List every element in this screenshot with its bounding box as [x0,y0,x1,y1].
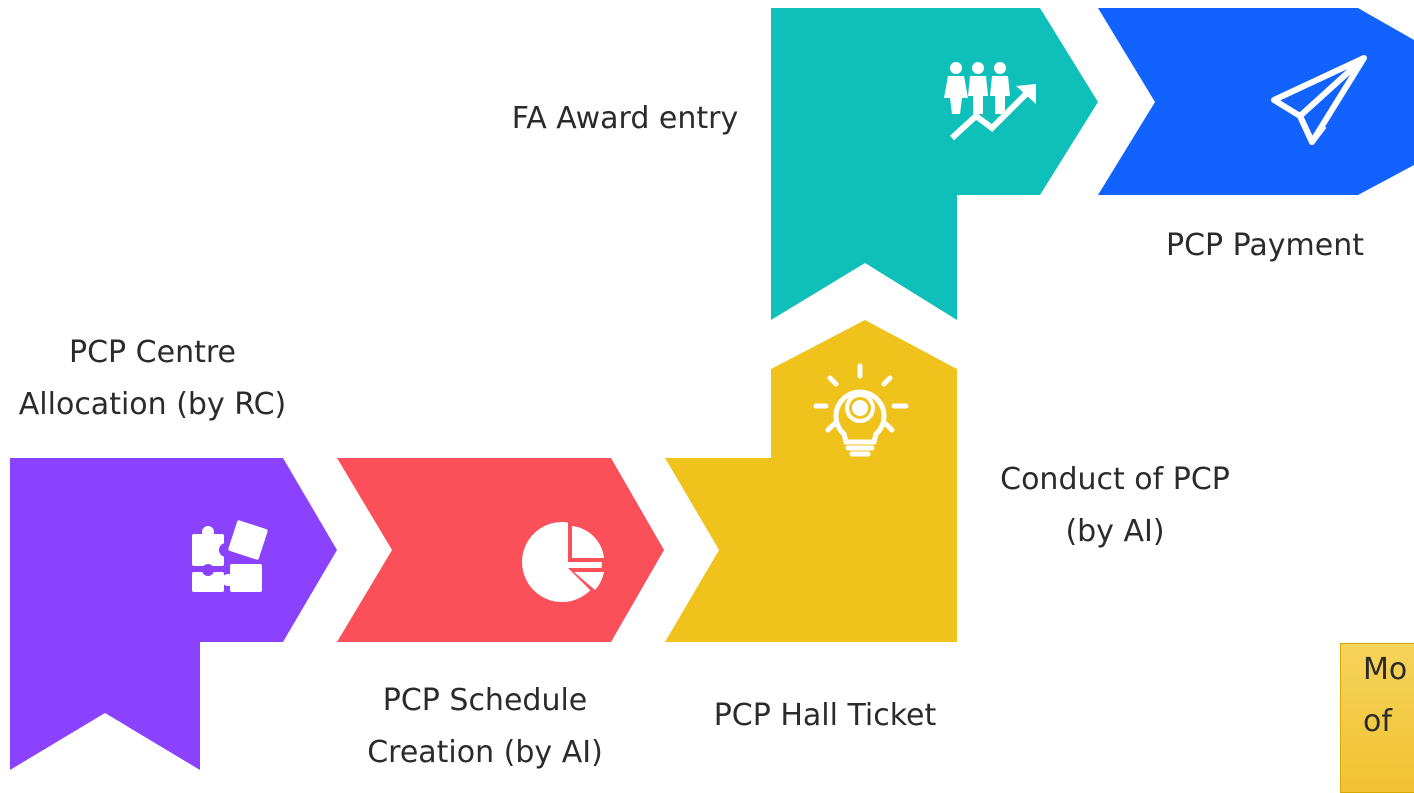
schedule-label: PCP Schedule Creation (by AI) [335,675,635,779]
centre-allocation-label: PCP Centre Allocation (by RC) [0,327,305,431]
pie-chart-icon [522,522,608,602]
fa-award-text: FA Award entry [511,101,739,136]
corner-note-line2: of [1363,704,1392,739]
hall-ticket-shape [665,320,957,642]
conduct-line1: Conduct of PCP [1000,462,1230,497]
payment-shape [1098,8,1414,195]
payment-label: PCP Payment [1120,220,1410,272]
conduct-line2: (by AI) [1065,514,1165,549]
centre-allocation-line1: PCP Centre [69,335,236,370]
centre-allocation-shape [10,458,337,770]
hall-ticket-label: PCP Hall Ticket [680,690,970,742]
paper-plane-icon [1271,55,1367,145]
fa-award-shape [771,8,1098,320]
puzzle-icon [192,520,268,592]
centre-allocation-line2: Allocation (by RC) [18,387,287,422]
fa-award-label: FA Award entry [470,93,780,145]
schedule-line2: Creation (by AI) [367,735,603,770]
corner-note-box: Mo of [1340,643,1414,793]
lightbulb-gear-icon [813,363,909,457]
conduct-label: Conduct of PCP (by AI) [965,454,1265,558]
payment-text: PCP Payment [1165,228,1364,263]
schedule-line1: PCP Schedule [382,683,588,718]
hall-ticket-text: PCP Hall Ticket [713,698,937,733]
schedule-shape [337,458,664,642]
corner-note-line1: Mo [1363,652,1408,687]
people-growth-icon [944,62,1036,141]
